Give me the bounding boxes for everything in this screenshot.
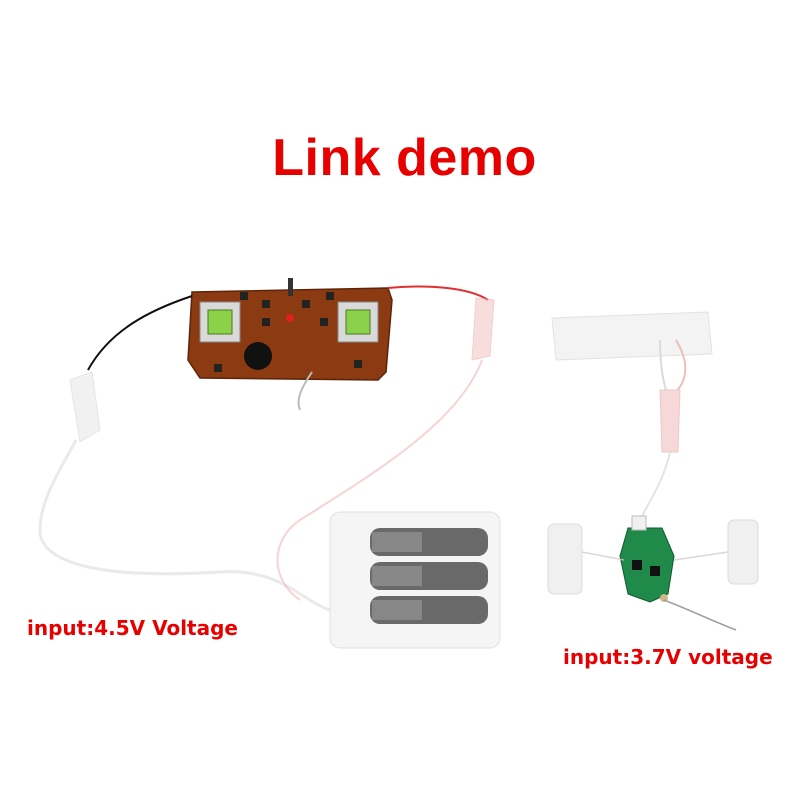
transmitter-pcb (187, 278, 393, 411)
motors (547, 519, 759, 595)
transmitter-voltage-label: input:4.5V Voltage (27, 616, 238, 640)
battery-box (329, 511, 501, 649)
black-wire (87, 295, 193, 371)
red-wire (387, 285, 489, 301)
left-connector (38, 371, 331, 612)
right-connector (276, 297, 495, 601)
lipo-battery (551, 311, 713, 521)
receiver-voltage-label: input:3.7V voltage (563, 645, 773, 669)
page-title: Link demo (272, 129, 537, 187)
receiver-pcb (619, 515, 737, 631)
